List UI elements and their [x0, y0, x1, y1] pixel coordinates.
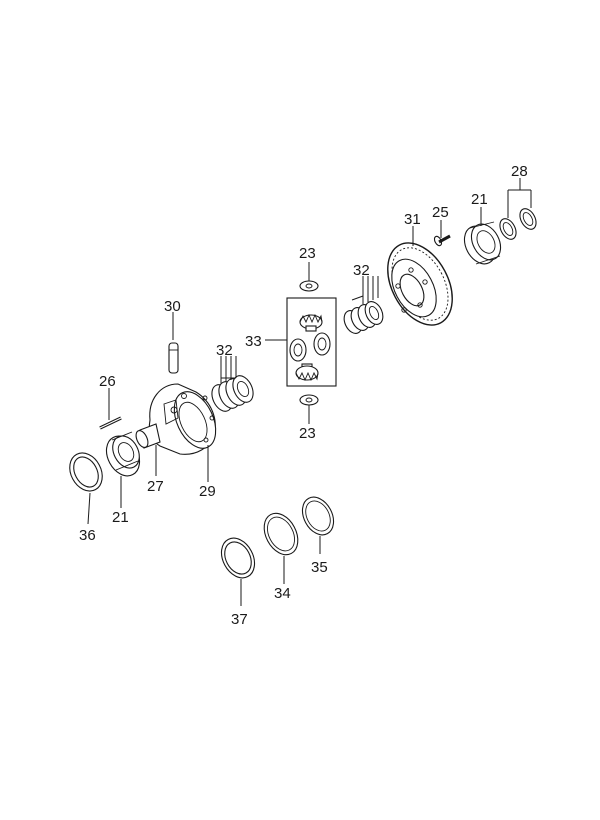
differential-case-27	[135, 383, 217, 455]
callout-30: 30	[164, 298, 181, 315]
side-gear-top	[299, 313, 323, 332]
callout-32-left: 32	[216, 342, 233, 359]
shim-ring-37	[220, 537, 256, 579]
thrust-washer-23-bottom	[299, 394, 319, 406]
callout-35: 35	[311, 559, 328, 576]
callout-29: 29	[199, 483, 216, 500]
washer-stack-32-right	[343, 301, 384, 334]
bolt-25	[433, 234, 451, 247]
callout-34: 34	[274, 585, 291, 602]
snap-ring-36	[69, 452, 103, 492]
bearing-21-right	[463, 221, 502, 265]
callout-23-top: 23	[299, 245, 316, 262]
callout-27: 27	[147, 478, 164, 495]
ring-gear-31	[387, 242, 453, 326]
callout-26: 26	[99, 373, 116, 390]
gear-set-box-33	[286, 297, 337, 387]
leader-lines	[87, 178, 532, 606]
callout-21-right: 21	[471, 191, 488, 208]
callout-31: 31	[404, 211, 421, 228]
washer-stack-32-left	[211, 375, 254, 412]
washer-34	[263, 512, 299, 556]
callout-21-left: 21	[112, 509, 129, 526]
callout-32-right: 32	[353, 262, 370, 279]
callout-28: 28	[511, 163, 528, 180]
pin-26	[99, 416, 122, 430]
callout-36: 36	[79, 527, 96, 544]
side-gear-bottom	[295, 363, 319, 382]
callout-37: 37	[231, 611, 248, 628]
shim-pair-28	[499, 208, 537, 240]
washer-35	[301, 496, 335, 536]
pinion-gear-right	[313, 332, 331, 356]
pinion-gear-left	[289, 338, 307, 362]
callout-25: 25	[432, 204, 449, 221]
callout-23-bottom: 23	[299, 425, 316, 442]
callout-33: 33	[245, 333, 262, 350]
pinion-shaft-30	[168, 342, 179, 374]
bearing-21-left	[105, 431, 141, 477]
thrust-washer-23-top	[299, 280, 319, 292]
callout-labels: 30 26 36 21 27 29 32 33 23 23 32 31 25 2…	[79, 163, 528, 628]
